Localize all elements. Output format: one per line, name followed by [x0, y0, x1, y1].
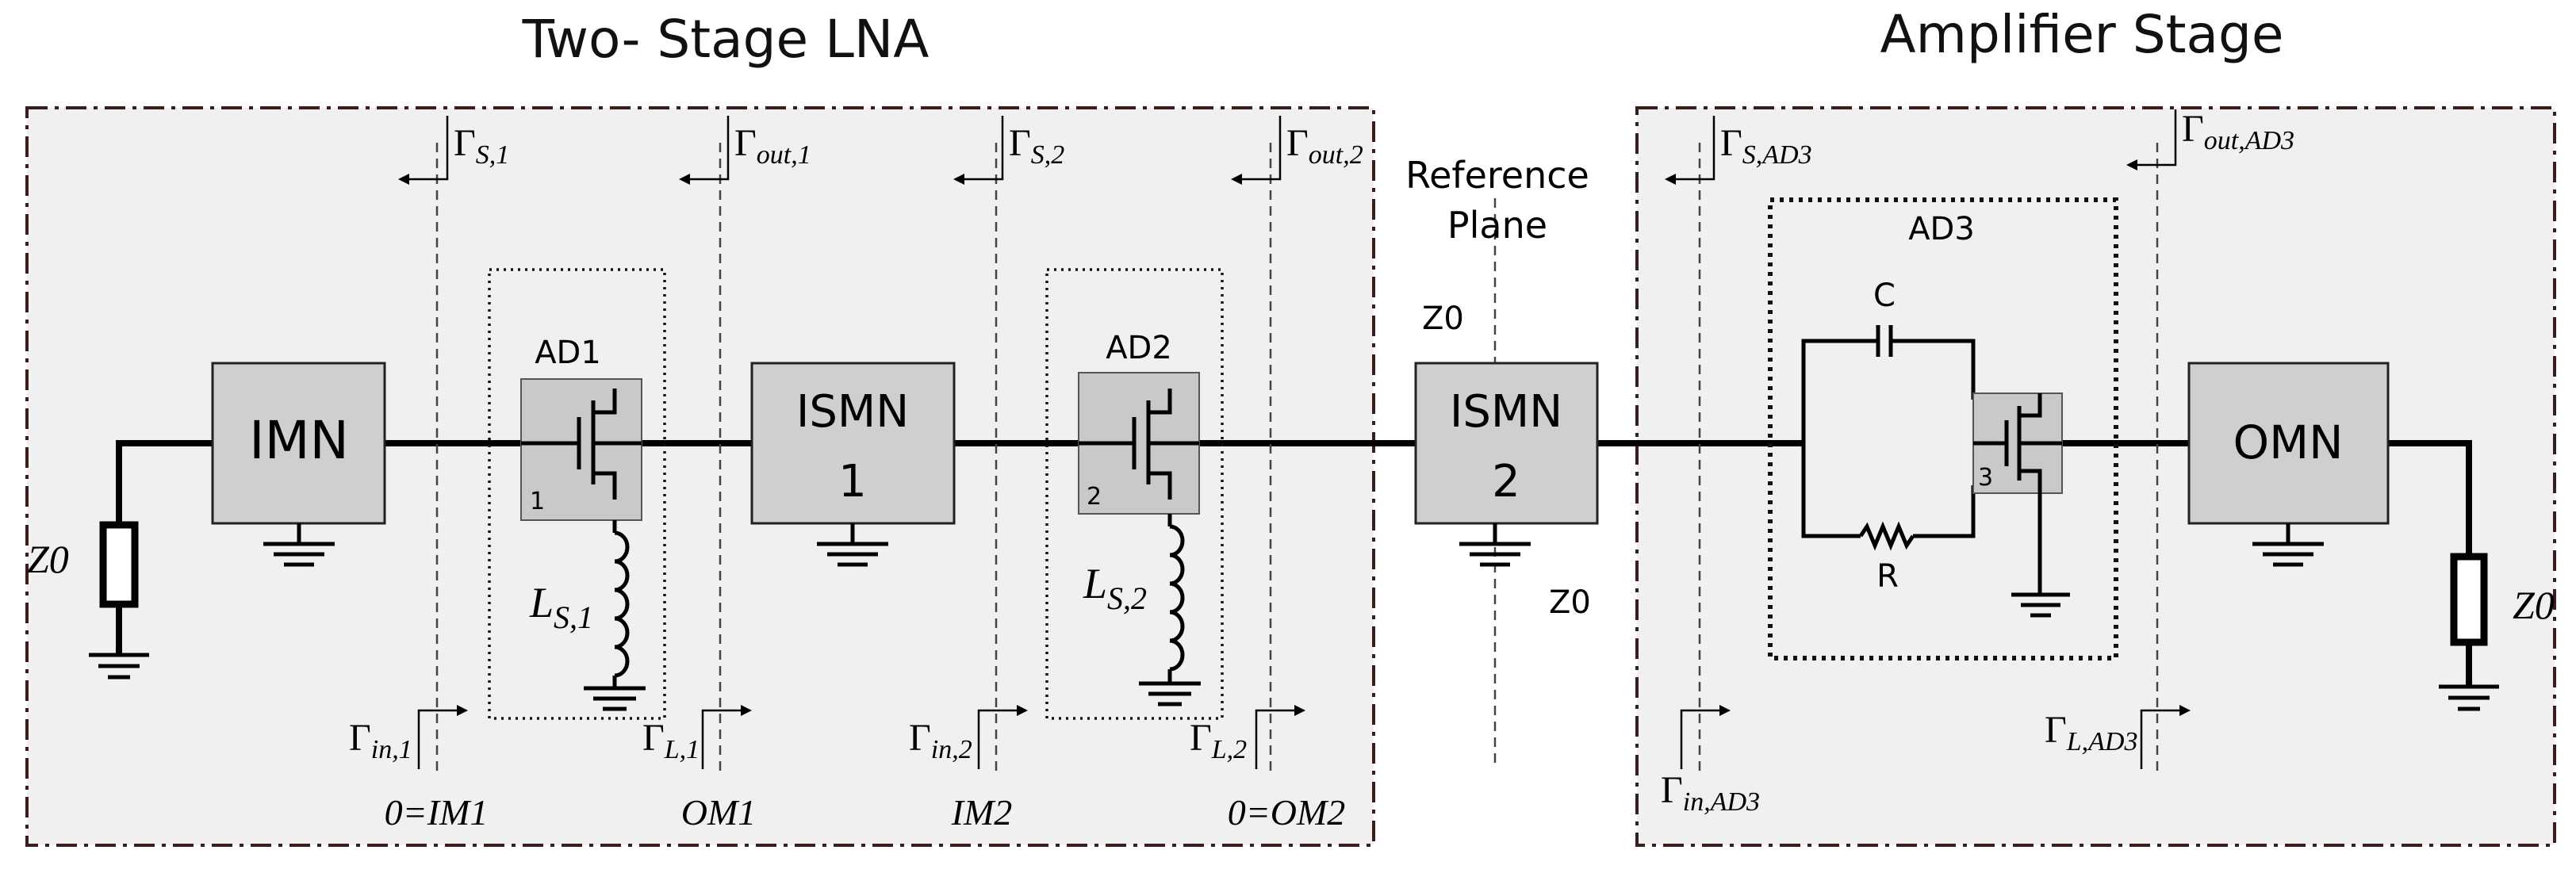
gamma-out1-label: Γout,1 — [734, 122, 811, 170]
ground-icon — [89, 653, 149, 680]
plane-om1-label: OM1 — [681, 792, 757, 833]
gamma-in-ad3-label: Γin,AD3 — [1661, 769, 1760, 817]
ad1-dotted-box — [488, 268, 666, 720]
load-resistor — [2450, 553, 2488, 646]
ground-icon — [1139, 681, 1201, 706]
gamma-in2-label: Γin,2 — [909, 717, 972, 764]
transistor-1-icon — [521, 389, 642, 500]
gamma-in1-label: Γin,1 — [349, 717, 412, 764]
ismn2-number: 2 — [1492, 456, 1520, 507]
transistor-1-box — [520, 378, 642, 521]
gamma-out-ad3-label: Γout,AD3 — [2182, 108, 2294, 155]
gamma-l-ad3-label: ΓL,AD3 — [2045, 709, 2137, 756]
ismn1-label: ISMN — [796, 386, 909, 438]
ad2-dotted-box — [1045, 268, 1224, 720]
measurement-planes — [435, 143, 2159, 773]
transistor-3-number: 3 — [1978, 464, 1993, 492]
z0-source-label: Z0 — [27, 537, 69, 581]
ground-icon — [1459, 523, 1531, 567]
ad1-label: AD1 — [535, 335, 601, 371]
ad2-label: AD2 — [1106, 330, 1172, 366]
omn-label: OMN — [2233, 415, 2343, 469]
gamma-out2-label: Γout,2 — [1286, 122, 1363, 170]
gamma-arrows-top — [398, 109, 2177, 185]
plane-om2-label: 0=OM2 — [1228, 792, 1346, 833]
ground-icon — [2252, 523, 2324, 567]
ismn2-block — [1414, 362, 1599, 525]
source-resistor — [99, 521, 139, 608]
gamma-s1-label: ΓS,1 — [454, 122, 509, 170]
reference-plane-label-2: Plane — [1447, 204, 1547, 247]
amplifier-stage-title: Amplifier Stage — [1880, 4, 2283, 65]
ground-icon — [2011, 592, 2070, 618]
imn-label: IMN — [249, 410, 349, 471]
resistor-label: R — [1876, 558, 1899, 595]
amplifier-stage-region — [1635, 106, 2556, 847]
load-termination — [2439, 553, 2499, 711]
ad3-dotted-box — [1768, 197, 2118, 660]
inductor-ls2 — [1167, 514, 1185, 683]
transistor-1-number: 1 — [530, 488, 545, 515]
plane-im1-label: 0=IM1 — [385, 792, 489, 833]
ground-icon — [817, 523, 888, 567]
reference-plane-label-1: Reference — [1405, 154, 1589, 197]
transistor-2-icon — [1079, 389, 1199, 500]
ground-icon — [263, 523, 335, 567]
z0-bottom-label: Z0 — [1549, 584, 1591, 621]
ismn1-block — [750, 362, 956, 525]
gamma-l2-label: ΓL,2 — [1190, 717, 1247, 764]
capacitor-label: C — [1873, 278, 1896, 314]
ismn2-label: ISMN — [1450, 386, 1562, 438]
ground-icon — [2439, 684, 2499, 711]
inductor-ls1 — [612, 520, 630, 688]
source-termination — [89, 521, 149, 680]
z0-top-label: Z0 — [1422, 301, 1464, 337]
gamma-l1-label: ΓL,1 — [642, 717, 700, 764]
gamma-s2-label: ΓS,2 — [1009, 122, 1064, 170]
rc-feedback-network — [1801, 325, 1976, 551]
imn-block — [211, 362, 386, 525]
omn-block — [2187, 362, 2390, 525]
ismn1-number: 1 — [838, 456, 867, 507]
two-stage-lna-title: Two- Stage LNA — [522, 9, 930, 70]
gamma-arrows-bottom — [417, 705, 2191, 769]
ad3-label: AD3 — [1908, 211, 1975, 247]
transistor-2-number: 2 — [1087, 483, 1102, 511]
gamma-s-ad3-label: ΓS,AD3 — [1720, 122, 1812, 170]
z0-load-label: Z0 — [2513, 583, 2555, 627]
transistor-3-icon — [1973, 393, 2062, 595]
ground-icon — [584, 686, 646, 711]
ls1-label: LS,1 — [529, 579, 593, 635]
ls2-label: LS,2 — [1083, 560, 1147, 616]
plane-im2-label: IM2 — [951, 792, 1013, 833]
